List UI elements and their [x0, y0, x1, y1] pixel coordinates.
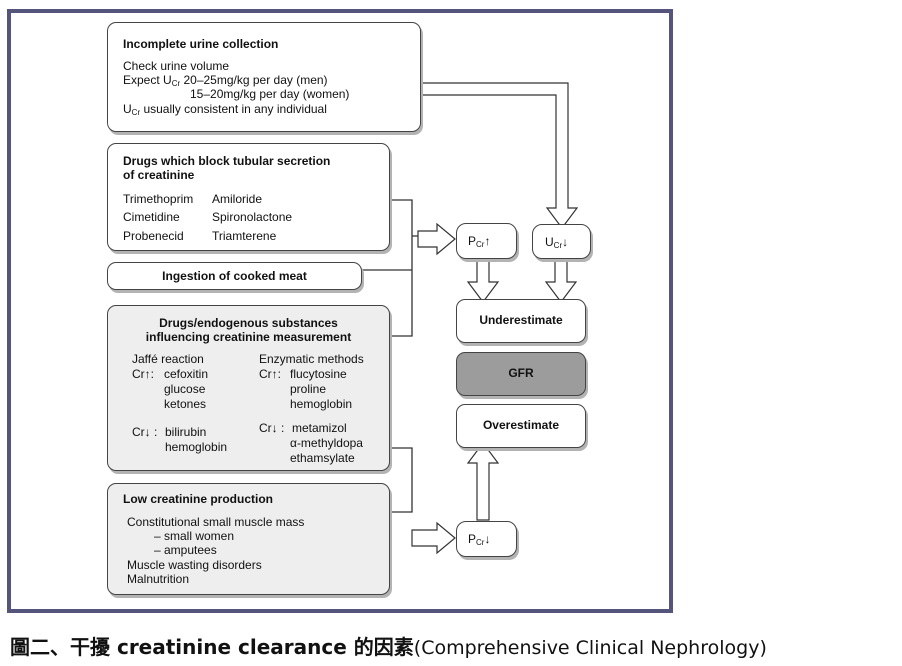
drug-col1-1: Cimetidine: [123, 210, 180, 224]
box-urine-line4-sub: Cr: [131, 108, 141, 117]
box-low-line1: Constitutional small muscle mass: [127, 515, 305, 529]
arrow-pcr-down-to-over: [466, 442, 500, 521]
box-low-line4: Muscle wasting disorders: [127, 558, 262, 572]
drug-col2-0: Amiloride: [212, 192, 263, 206]
box-measure-title2: influencing creatinine measurement: [145, 330, 352, 344]
box-low-line3: – amputees: [154, 543, 217, 557]
arrow-urine-to-ucr: [419, 82, 579, 229]
pill-pcr-up-sub: Cr: [476, 240, 485, 249]
box-gfr: GFR: [456, 352, 586, 396]
jaffe-down-0: bilirubin: [165, 425, 207, 439]
pill-pcr-up-arrow: ↑: [484, 234, 491, 248]
box-incomplete-urine: Incomplete urine collection Check urine …: [107, 22, 421, 132]
box-drugs-title2: of creatinine: [123, 168, 195, 182]
box-urine-line2-post: 20–25mg/kg per day (men): [180, 73, 328, 87]
box-drugs-title1: Drugs which block tubular secretion: [123, 154, 331, 168]
box-meat-title: Ingestion of cooked meat: [162, 269, 307, 283]
pill-pcr-down-text: PCr↓: [468, 532, 490, 550]
arrow-pcr-up-to-under: [466, 259, 500, 303]
box-urine-line2-pre: Expect U: [123, 73, 172, 87]
enz-down-2: ethamsylate: [290, 451, 355, 465]
enz-up-1: proline: [290, 382, 327, 396]
box-urine-line3: 15–20mg/kg per day (women): [190, 87, 350, 101]
pill-ucr-down: UCr↓: [532, 224, 591, 259]
box-low-creatinine: Low creatinine production Constitutional…: [107, 483, 390, 595]
box-cooked-meat: Ingestion of cooked meat: [107, 262, 362, 290]
box-urine-line4: UCr usually consistent in any individual: [123, 102, 327, 120]
arrow-ucr-to-under: [544, 259, 578, 303]
box-underestimate: Underestimate: [456, 299, 586, 343]
enz-down-1: α-methyldopa: [290, 436, 363, 450]
box-measure-title1: Drugs/endogenous substances: [159, 316, 338, 330]
jaffe-down-1: hemoglobin: [165, 440, 228, 454]
pill-pcr-down-sub: Cr: [476, 538, 485, 547]
pill-pcr-down: PCr↓: [456, 521, 517, 557]
jaffe-up-1: glucose: [164, 382, 206, 396]
pill-ucr-down-text: UCr↓: [545, 235, 568, 253]
box-under-title: Underestimate: [479, 313, 563, 327]
jaffe-up-prefix: Cr↑:: [132, 367, 154, 381]
enz-up-prefix: Cr↑:: [259, 367, 281, 381]
jaffe-up-2: ketones: [164, 397, 207, 411]
enz-up-2: hemoglobin: [290, 397, 353, 411]
box-urine-line2: Expect UCr 20–25mg/kg per day (men): [123, 73, 328, 91]
pill-pcr-up-pre: P: [468, 234, 477, 248]
box-urine-line4-pre: U: [123, 102, 132, 116]
pill-ucr-down-sub: Cr: [553, 241, 563, 250]
box-gfr-title: GFR: [508, 366, 534, 380]
drug-col2-1: Spironolactone: [212, 210, 293, 224]
caption-source: (Comprehensive Clinical Nephrology): [413, 637, 767, 659]
jaffe-heading: Jaffé reaction: [132, 352, 204, 366]
enz-down-0: metamizol: [292, 421, 347, 435]
shaft-to-pcr-down: [411, 521, 456, 555]
pill-pcr-up: PCr↑: [456, 223, 517, 259]
jaffe-up-0: cefoxitin: [164, 367, 209, 381]
box-urine-line4-post: usually consistent in any individual: [140, 102, 327, 116]
pill-pcr-down-arrow: ↓: [484, 532, 491, 546]
drug-col2-2: Triamterene: [212, 229, 277, 243]
shaft-to-pcr-up: [417, 222, 456, 256]
pill-ucr-down-arrow: ↓: [562, 235, 569, 249]
box-overestimate: Overestimate: [456, 404, 586, 448]
box-over-title: Overestimate: [482, 418, 560, 432]
box-low-line2: – small women: [154, 529, 235, 543]
pill-pcr-up-text: PCr↑: [468, 234, 490, 252]
jaffe-down-prefix: Cr↓ :: [132, 425, 158, 439]
box-low-title: Low creatinine production: [123, 492, 274, 506]
caption-main: 圖二、干擾 creatinine clearance 的因素: [10, 635, 414, 659]
enz-down-prefix: Cr↓ :: [259, 421, 285, 435]
box-urine-line2-sub: Cr: [171, 79, 181, 88]
enz-up-0: flucytosine: [290, 367, 347, 381]
box-low-line5: Malnutrition: [127, 572, 190, 586]
box-urine-title: Incomplete urine collection: [123, 37, 279, 51]
box-urine-line1: Check urine volume: [123, 59, 230, 73]
drug-col1-0: Trimethoprim: [123, 192, 194, 206]
bracket-arrow-to-pcr-down: [390, 447, 413, 513]
box-drugs-tubular: Drugs which block tubular secretion of c…: [107, 143, 390, 251]
pill-ucr-down-pre: U: [545, 235, 554, 249]
pill-pcr-down-pre: P: [468, 532, 477, 546]
box-measurement-interference: Drugs/endogenous substances influencing …: [107, 305, 390, 471]
enzymatic-heading: Enzymatic methods: [259, 352, 364, 366]
figure-caption: 圖二、干擾 creatinine clearance 的因素(Comprehen…: [10, 631, 767, 660]
drug-col1-2: Probenecid: [123, 229, 184, 243]
